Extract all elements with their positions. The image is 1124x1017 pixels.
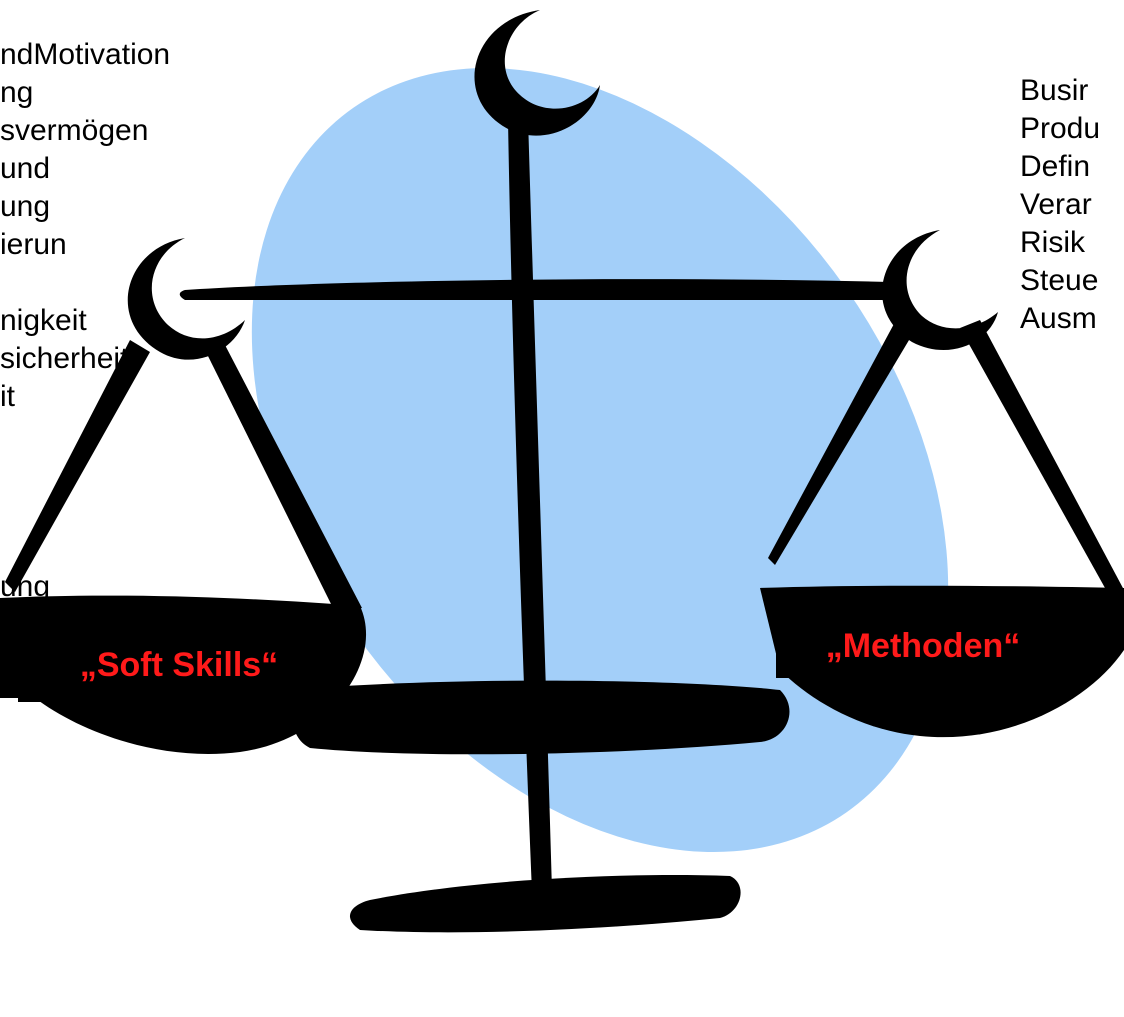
- list-item: Defin: [1020, 150, 1091, 183]
- list-item: [0, 492, 170, 530]
- methods-label: „Methoden“: [776, 612, 1070, 678]
- list-item: [0, 264, 170, 302]
- right-chain: [960, 320, 1124, 622]
- right-hook-icon: [882, 230, 998, 351]
- scale-base-upper: [349, 875, 741, 933]
- list-item: svermögen: [0, 114, 149, 147]
- list-item: Ausm: [1020, 302, 1097, 335]
- scale-base-foot: [292, 680, 790, 755]
- list-item: [0, 530, 170, 568]
- list-item: Busir: [1020, 74, 1089, 107]
- list-item: [0, 416, 170, 454]
- scale-beam: [179, 279, 892, 300]
- list-item: sicherheit: [0, 342, 129, 375]
- methods-list: Busir Produ Defin Verar Risik Steue Ausm: [1020, 72, 1100, 338]
- list-item: ierun: [0, 228, 67, 261]
- list-item: ng: [0, 76, 34, 109]
- background-ellipse: [251, 67, 949, 853]
- list-item: ung: [0, 190, 51, 223]
- list-item: und: [0, 152, 51, 185]
- left-chain: [5, 340, 150, 592]
- list-item: ndMotivation: [0, 38, 171, 71]
- list-item: Produ: [1020, 112, 1101, 145]
- top-hook-icon: [474, 10, 600, 136]
- list-item: ung: [0, 570, 51, 603]
- list-item: nigkeit: [0, 304, 87, 337]
- list-item: it: [0, 380, 15, 413]
- soft-skills-list: ndMotivation ng svermögen und ung ierun …: [0, 36, 170, 682]
- list-item: g: [0, 646, 17, 679]
- list-item: Risik: [1020, 226, 1085, 259]
- list-item: Steue: [1020, 264, 1099, 297]
- soft-skills-label: „Soft Skills“: [18, 624, 340, 702]
- list-item: [0, 454, 170, 492]
- left-hook-icon: [127, 238, 245, 360]
- left-chain: [205, 345, 362, 612]
- right-chain: [768, 322, 915, 565]
- list-item: Verar: [1020, 188, 1092, 221]
